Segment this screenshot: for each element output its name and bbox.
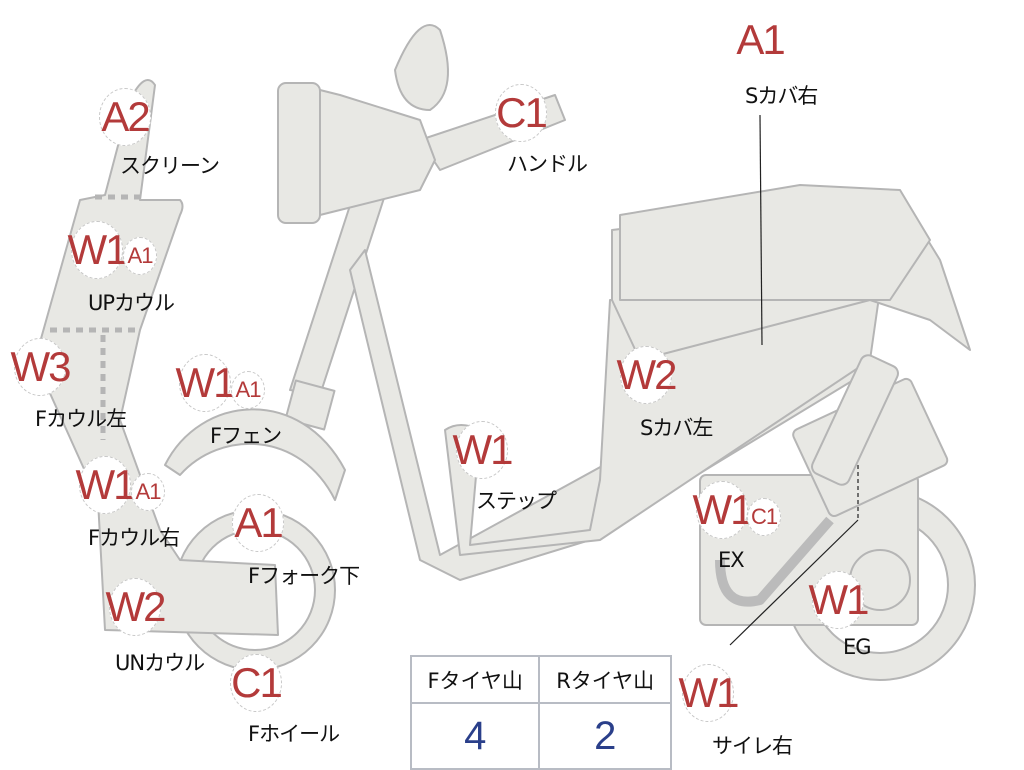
damage-code-badge: W1 <box>679 664 740 722</box>
secondary-code-badge: A1 <box>231 371 265 409</box>
front-tire-header: Fタイヤ山 <box>409 655 541 704</box>
damage-code-badge: C1 <box>230 654 283 712</box>
secondary-code-badge: A1 <box>131 473 165 511</box>
damage-code-badge: W1 <box>453 421 514 479</box>
part-label: スクリーン <box>120 154 220 178</box>
damage-code-badge: A2 <box>99 88 151 146</box>
front-tire-value: 4 <box>409 702 541 770</box>
part-label: EG <box>843 635 872 659</box>
part-label: UPカウル <box>88 291 175 315</box>
front-fender <box>164 408 346 501</box>
part-label: サイレ右 <box>712 734 793 758</box>
damage-code-badge: W1 <box>76 456 137 514</box>
damage-code-badge: C1 <box>495 84 548 142</box>
rear-tire-value: 2 <box>538 702 672 770</box>
part-label: Sカバ右 <box>745 84 818 108</box>
damage-code-badge: W3 <box>11 338 72 396</box>
part-label: Fフォーク下 <box>248 564 360 588</box>
part-label: Fホイール <box>248 722 340 746</box>
damage-code-badge: A1 <box>734 11 786 69</box>
tire-tread-table: Fタイヤ山 Rタイヤ山 4 2 <box>409 655 672 770</box>
part-label: Fフェン <box>210 424 282 448</box>
damage-code-badge: W1 <box>809 571 870 629</box>
part-label: ステップ <box>476 489 557 513</box>
damage-code-badge: W2 <box>617 346 678 404</box>
mirror <box>394 24 449 111</box>
part-label: Sカバ左 <box>640 416 713 440</box>
part-label: UNカウル <box>115 651 205 675</box>
part-label: EX <box>718 548 745 572</box>
front-cowl <box>34 79 279 636</box>
part-label: Fカウル右 <box>88 526 180 550</box>
damage-code-badge: A1 <box>232 494 284 552</box>
secondary-code-badge: A1 <box>123 237 157 275</box>
part-label: ハンドル <box>507 152 588 176</box>
rear-tire-header: Rタイヤ山 <box>538 655 672 704</box>
part-label: Fカウル左 <box>35 407 127 431</box>
damage-code-badge: W1 <box>693 481 754 539</box>
seat <box>619 184 931 301</box>
damage-code-badge: W1 <box>68 221 129 279</box>
secondary-code-badge: C1 <box>747 498 781 536</box>
damage-code-badge: W1 <box>176 354 237 412</box>
damage-code-badge: W2 <box>106 578 167 636</box>
